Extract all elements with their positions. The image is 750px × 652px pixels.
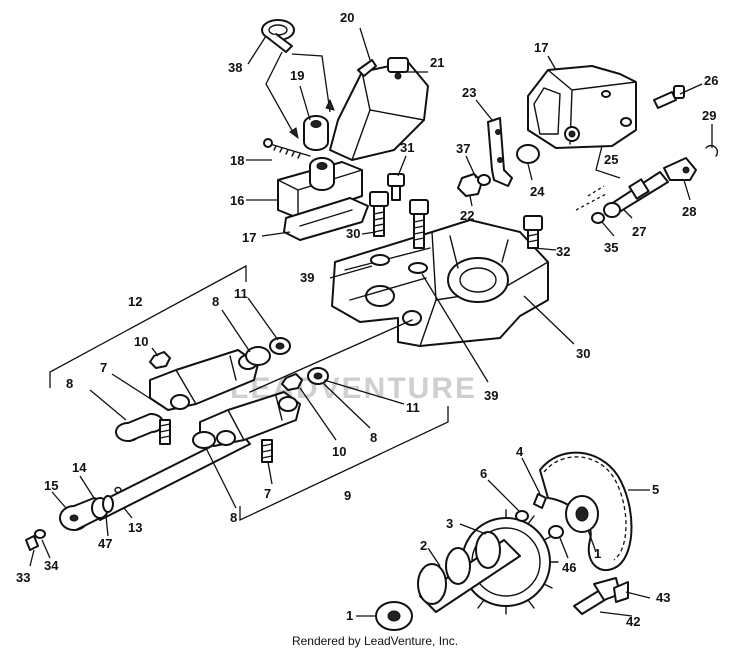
callout-19: 19 — [290, 68, 304, 83]
callout-32: 32 — [556, 244, 570, 259]
callout-labels: 38 20 21 19 17 26 23 29 18 31 37 16 24 2… — [16, 10, 718, 629]
callout-24: 24 — [530, 184, 545, 199]
callout-7-a: 7 — [100, 360, 107, 375]
callout-47: 47 — [98, 536, 112, 551]
callout-30-right: 30 — [576, 346, 590, 361]
callout-28: 28 — [682, 204, 696, 219]
callout-11-a: 11 — [234, 286, 248, 301]
solenoid-bracket-assembly — [261, 19, 429, 241]
callout-9: 9 — [344, 488, 351, 503]
credit-line: Rendered by LeadVenture, Inc. — [291, 634, 459, 648]
callout-13: 13 — [128, 520, 142, 535]
cylinder-block — [331, 219, 549, 347]
rocker-shaft-end-parts — [25, 495, 114, 551]
callout-12: 12 — [128, 294, 142, 309]
callout-37: 37 — [456, 141, 470, 156]
callout-17-mid: 17 — [242, 230, 256, 245]
callout-11-b: 11 — [406, 400, 420, 415]
callout-27: 27 — [632, 224, 646, 239]
callout-35: 35 — [604, 240, 618, 255]
callout-8-b: 8 — [66, 376, 73, 391]
callout-17-top: 17 — [534, 40, 548, 55]
callout-33: 33 — [16, 570, 30, 585]
camshaft-gear-chain-assembly — [375, 451, 633, 631]
callout-7-b: 7 — [264, 486, 271, 501]
callout-2: 2 — [420, 538, 427, 553]
callout-38: 38 — [228, 60, 242, 75]
callout-42: 42 — [626, 614, 640, 629]
callout-4: 4 — [516, 444, 524, 459]
callout-leader-lines — [29, 27, 713, 617]
callout-16: 16 — [230, 193, 244, 208]
callout-8-a: 8 — [212, 294, 219, 309]
callout-39-left: 39 — [300, 270, 314, 285]
callout-25: 25 — [604, 152, 618, 167]
valve-cover-assembly — [457, 65, 719, 224]
callout-15: 15 — [44, 478, 58, 493]
callout-43: 43 — [656, 590, 670, 605]
callout-10-b: 10 — [332, 444, 346, 459]
callout-1-upper: 1 — [594, 546, 601, 561]
callout-26: 26 — [704, 73, 718, 88]
callout-1-lower: 1 — [346, 608, 353, 623]
cover-bolts — [369, 173, 543, 274]
callout-14: 14 — [72, 460, 87, 475]
callout-8-c: 8 — [370, 430, 377, 445]
callout-34: 34 — [44, 558, 59, 573]
callout-20: 20 — [340, 10, 354, 25]
rocker-arm-assembly — [87, 319, 413, 521]
callout-10-a: 10 — [134, 334, 148, 349]
callout-22: 22 — [460, 208, 474, 223]
callout-46: 46 — [562, 560, 576, 575]
callout-3: 3 — [446, 516, 453, 531]
callout-5: 5 — [652, 482, 659, 497]
callout-39-right: 39 — [484, 388, 498, 403]
callout-30-left: 30 — [346, 226, 360, 241]
callout-8-d: 8 — [230, 510, 237, 525]
callout-31: 31 — [400, 140, 414, 155]
callout-6: 6 — [480, 466, 487, 481]
callout-29: 29 — [702, 108, 716, 123]
callout-23: 23 — [462, 85, 476, 100]
group-brackets — [49, 264, 449, 522]
callout-21: 21 — [430, 55, 444, 70]
callout-18: 18 — [230, 153, 244, 168]
